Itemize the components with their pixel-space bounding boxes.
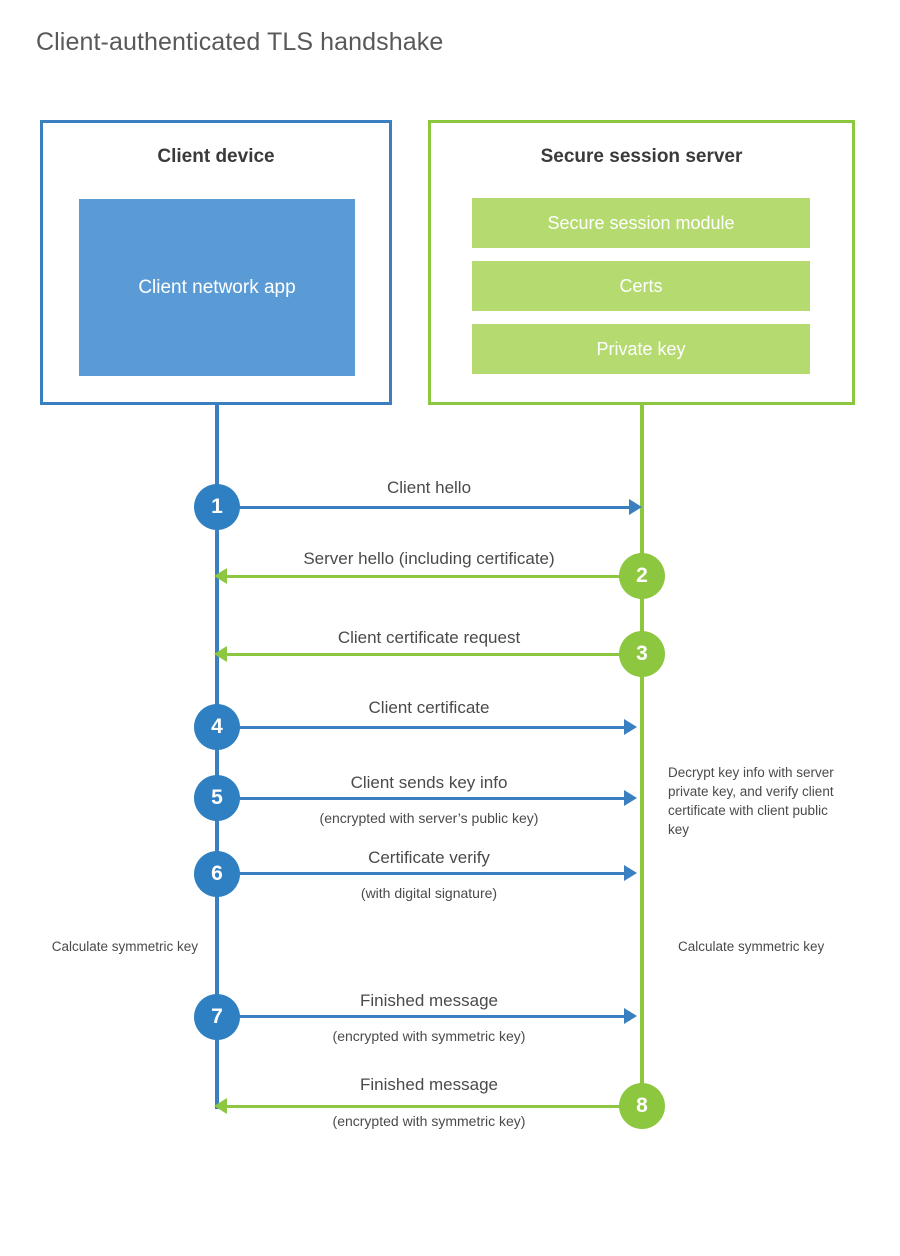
step-2-arrow-line <box>226 575 641 578</box>
step-8-arrow-line <box>226 1105 641 1108</box>
step-4-arrow-head <box>624 719 637 735</box>
step-4-label: Client certificate <box>368 698 490 717</box>
certs-block: Certs <box>472 261 810 311</box>
private-key-block: Private key <box>472 324 810 374</box>
step-1-label: Client hello <box>386 478 472 497</box>
step-6-arrow-head <box>624 865 637 881</box>
step-6-marker[interactable]: 6 <box>194 851 240 897</box>
step-3-arrow-line <box>226 653 641 656</box>
client-device-title: Client device <box>157 146 275 167</box>
step-5-label: Client sends key info <box>350 773 508 792</box>
step-8-marker[interactable]: 8 <box>619 1083 665 1129</box>
step-7-arrow-line <box>217 1015 627 1018</box>
step-1-marker[interactable]: 1 <box>194 484 240 530</box>
secure-session-server-box: Secure session server Secure session mod… <box>428 120 855 405</box>
step-4-marker[interactable]: 4 <box>194 704 240 750</box>
step-5-marker[interactable]: 5 <box>194 775 240 821</box>
step-6-arrow-line <box>217 872 627 875</box>
step-8-sublabel: (encrypted with symmetric key) <box>332 1113 526 1129</box>
step-2-label: Server hello (including certificate) <box>303 549 555 568</box>
step-4-arrow-line <box>217 726 627 729</box>
step-8-label: Finished message <box>360 1075 498 1094</box>
client-lifeline <box>215 405 219 1109</box>
step-5-sublabel: (encrypted with server’s public key) <box>319 810 539 826</box>
step-3-marker[interactable]: 3 <box>619 631 665 677</box>
step-7-arrow-head <box>624 1008 637 1024</box>
step-1-arrow-head <box>629 499 642 515</box>
calculate-symmetric-key-server-note: Calculate symmetric key <box>678 939 825 954</box>
server-lifeline <box>640 405 644 1109</box>
step-7-marker[interactable]: 7 <box>194 994 240 1040</box>
step-5-arrow-line <box>217 797 627 800</box>
step-8-arrow-head <box>214 1098 227 1114</box>
page-title: Client-authenticated TLS handshake <box>36 28 444 56</box>
step-2-marker[interactable]: 2 <box>619 553 665 599</box>
secure-session-module-block: Secure session module <box>472 198 810 248</box>
client-network-app-block: Client network app <box>79 199 355 376</box>
step-6-label: Certificate verify <box>368 848 490 867</box>
step-6-sublabel: (with digital signature) <box>360 885 498 901</box>
step-3-label: Client certificate request <box>337 628 521 647</box>
step-2-arrow-head <box>214 568 227 584</box>
client-device-box: Client device Client network app <box>40 120 392 405</box>
decrypt-key-info-note: Decrypt key info with server private key… <box>668 765 834 838</box>
step-3-arrow-head <box>214 646 227 662</box>
step-5-arrow-head <box>624 790 637 806</box>
step-7-label: Finished message <box>360 991 498 1010</box>
calculate-symmetric-key-client-note: Calculate symmetric key <box>51 939 198 954</box>
secure-session-server-title: Secure session server <box>540 146 743 167</box>
step-7-sublabel: (encrypted with symmetric key) <box>332 1028 526 1044</box>
step-1-arrow-line <box>217 506 633 509</box>
